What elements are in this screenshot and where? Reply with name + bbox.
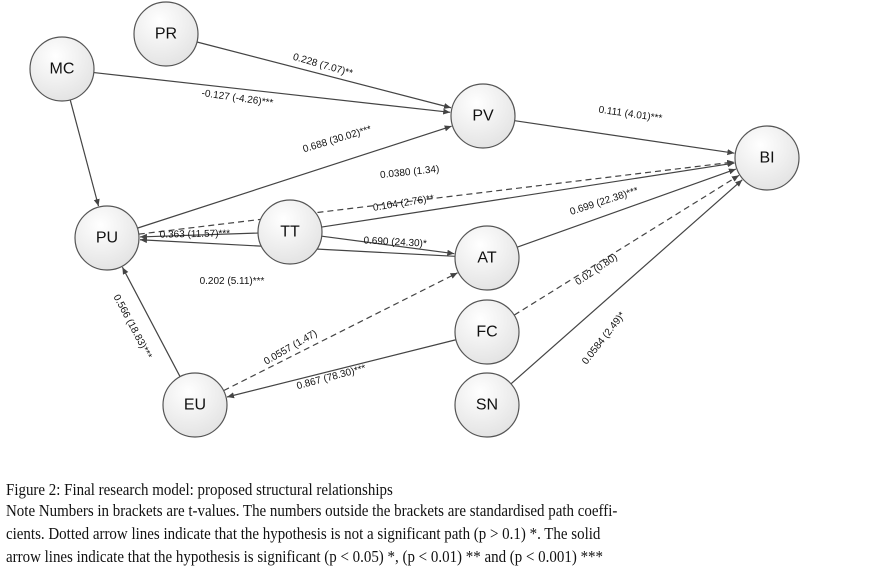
node-label: AT bbox=[477, 250, 496, 267]
figure-caption-title: Figure 2: Final research model: proposed… bbox=[6, 480, 393, 499]
figure-note-line-2: cients. Dotted arrow lines indicate that… bbox=[6, 524, 601, 543]
node-label: EU bbox=[184, 397, 206, 414]
edge-tt-to-pu bbox=[139, 232, 259, 240]
edge-fc-to-bi bbox=[513, 174, 740, 316]
edge-mc-to-pv bbox=[93, 71, 451, 115]
edge-label-pv-bi: 0.111 (4.01)*** bbox=[598, 105, 663, 125]
node-mc: MC bbox=[29, 36, 95, 102]
edge-pu-to-pv bbox=[137, 125, 452, 229]
node-at: AT bbox=[454, 225, 520, 291]
edge-mc-to-pu bbox=[69, 99, 100, 207]
edge-fc-to-eu bbox=[226, 339, 457, 399]
edge-label-pu-bi: 0.0380 (1.34) bbox=[380, 164, 440, 181]
node-pv: PV bbox=[450, 83, 516, 149]
node-label: BI bbox=[759, 150, 774, 167]
edge-pv-to-bi bbox=[514, 120, 735, 156]
node-label: PV bbox=[472, 108, 494, 125]
node-eu: EU bbox=[162, 372, 228, 438]
edge-eu-to-at bbox=[223, 272, 458, 392]
node-sn: SN bbox=[454, 372, 520, 438]
edge-label-tt-pu: 0.363 (11.57)*** bbox=[160, 228, 231, 240]
edge-at-to-bi bbox=[516, 168, 737, 248]
node-label: FC bbox=[476, 324, 497, 341]
edge-label-at-bi: 0.699 (22.38)*** bbox=[569, 185, 640, 217]
edge-label-sn-bi: 0.0584 (2.49)* bbox=[580, 310, 628, 367]
edge-tt-to-at bbox=[321, 235, 455, 256]
edge-label-fc-bi: 0.02 (0.80) bbox=[573, 252, 619, 288]
node-tt: TT bbox=[257, 199, 323, 265]
node-label: PU bbox=[96, 230, 118, 247]
edge-eu-to-pu bbox=[121, 266, 181, 377]
node-pu: PU bbox=[74, 205, 140, 271]
node-fc: FC bbox=[454, 299, 520, 365]
node-label: TT bbox=[280, 224, 300, 241]
edge-tt-to-bi bbox=[321, 161, 735, 228]
edge-sn-to-bi bbox=[510, 179, 743, 385]
node-label: PR bbox=[155, 26, 177, 43]
figure-note-line-3: arrow lines indicate that the hypothesis… bbox=[6, 547, 604, 566]
edge-label-tt-at: 0.690 (24.30)* bbox=[363, 235, 427, 249]
edge-label-eu-at: 0.0557 (1.47) bbox=[262, 328, 319, 367]
node-label: MC bbox=[50, 61, 75, 78]
edge-pr-to-pv bbox=[196, 41, 452, 109]
edge-label-at-pu: 0.202 (5.11)*** bbox=[200, 276, 265, 287]
node-label: SN bbox=[476, 397, 498, 414]
edge-label-pu-pv: 0.688 (30.02)*** bbox=[302, 124, 373, 155]
node-pr: PR bbox=[133, 1, 199, 67]
node-bi: BI bbox=[734, 125, 800, 191]
edge-label-eu-pu: 0.566 (18.83)*** bbox=[111, 293, 154, 361]
figure-note-line-1: Note Numbers in brackets are t-values. T… bbox=[6, 501, 618, 520]
edge-label-pr-pv: 0.228 (7.07)** bbox=[292, 52, 354, 80]
